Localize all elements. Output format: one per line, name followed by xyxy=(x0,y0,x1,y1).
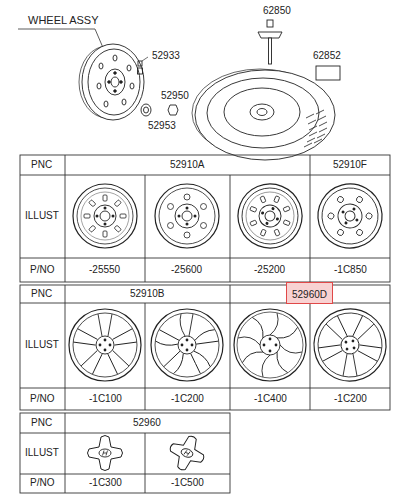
callout-number: 52950 xyxy=(161,90,189,102)
valve-part xyxy=(138,57,149,74)
table-cell: 52910F xyxy=(333,159,367,171)
hubcap-illustration xyxy=(88,436,123,471)
table-cell: ILLUST xyxy=(25,447,59,459)
table-cell: P/NO xyxy=(30,264,54,276)
table-cell: ILLUST xyxy=(25,210,59,222)
wheel-illustration xyxy=(300,295,401,396)
wheel-illustration xyxy=(234,309,306,381)
table-cell: 52910A xyxy=(170,159,204,171)
table-cell: P/NO xyxy=(30,477,54,489)
nut-part xyxy=(168,105,178,115)
table-cell: ILLUST xyxy=(25,339,59,351)
table-cell: -1C300 xyxy=(89,477,122,489)
table-grid xyxy=(20,413,230,493)
callout-number: 62850 xyxy=(263,5,291,17)
table-cell: -1C100 xyxy=(89,393,122,405)
callout-number: 52933 xyxy=(152,50,180,62)
table-cell: P/NO xyxy=(30,393,54,405)
wheel-illustration xyxy=(73,184,137,248)
callout-number: 52953 xyxy=(148,120,176,132)
wheel-illustration xyxy=(228,174,311,257)
wheel-assembly xyxy=(79,44,144,120)
table-cell: -1C200 xyxy=(171,393,204,405)
wheel-illustration xyxy=(155,184,219,248)
table-cell: -25200 xyxy=(254,264,285,276)
table-cell: 52910B xyxy=(130,288,164,300)
seal-part xyxy=(141,104,151,116)
highlight-box: 52960D xyxy=(286,282,333,304)
table-cell: -1C200 xyxy=(334,393,367,405)
table-cell: -1C500 xyxy=(171,477,204,489)
spare-tire xyxy=(192,69,335,160)
table-cell: PNC xyxy=(31,159,52,171)
wheel-illustration xyxy=(69,309,141,381)
assembly-label: WHEEL ASSY xyxy=(28,14,99,27)
label-plate xyxy=(316,66,340,80)
wheel-illustration xyxy=(151,309,223,381)
table-cell: -1C400 xyxy=(254,393,287,405)
table-cell: -1C850 xyxy=(334,264,367,276)
jack-bolt xyxy=(258,20,282,64)
callout-number: 62852 xyxy=(313,50,341,62)
table-cell: 52960 xyxy=(133,417,161,429)
table-cell: -25600 xyxy=(171,264,202,276)
hubcap-illustration xyxy=(165,431,210,476)
table-cell: -25550 xyxy=(89,264,120,276)
pnc-code: 52960D xyxy=(292,289,327,300)
leader-line xyxy=(18,29,104,50)
wheel-illustration xyxy=(306,172,393,259)
table-cell: PNC xyxy=(31,288,52,300)
table-cell: PNC xyxy=(31,417,52,429)
